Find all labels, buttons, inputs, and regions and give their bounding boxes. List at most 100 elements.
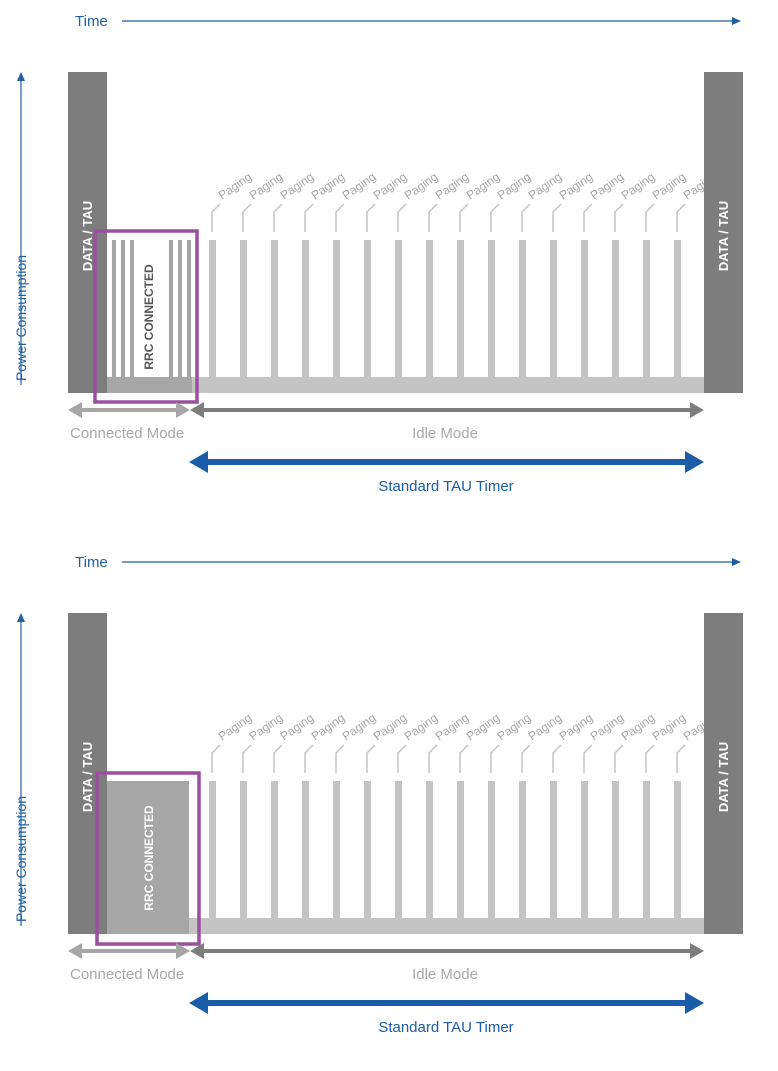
- time-label: Time: [75, 554, 108, 571]
- idle-baseline: [107, 918, 705, 934]
- data-tau-right-label: DATA / TAU: [716, 201, 731, 271]
- time-axis-arrowhead: [732, 558, 741, 566]
- paging-label: Paging: [433, 170, 472, 203]
- paging-leader: [552, 203, 562, 232]
- paging-bar: [395, 781, 402, 921]
- paging-label: Paging: [340, 170, 379, 203]
- paging-label: Paging: [619, 170, 658, 203]
- paging-label: Paging: [340, 711, 379, 744]
- power-axis-arrowhead: [17, 613, 25, 622]
- paging-bar: [302, 781, 309, 921]
- idle-mode-label: Idle Mode: [412, 966, 478, 983]
- paging-leader: [335, 744, 345, 773]
- paging-leader: [490, 744, 500, 773]
- paging-label: Paging: [371, 711, 410, 744]
- tau-timer-arrow-left: [189, 992, 208, 1014]
- paging-leader: [459, 203, 469, 232]
- connected-mode-arrow-right: [176, 402, 190, 418]
- paging-leader: [645, 744, 655, 773]
- paging-bar: [612, 781, 619, 921]
- paging-bar: [302, 240, 309, 380]
- paging-bar: [240, 240, 247, 380]
- paging-label: Paging: [464, 711, 503, 744]
- data-tau-right: [704, 613, 743, 934]
- power-axis-label: Power Consumption: [13, 796, 29, 922]
- paging-bar: [333, 781, 340, 921]
- paging-leader: [645, 203, 655, 232]
- rrc-burst-bar: [112, 240, 116, 380]
- paging-label: Paging: [495, 711, 534, 744]
- paging-leader: [242, 744, 252, 773]
- idle-mode-arrow-left: [190, 402, 204, 418]
- power-axis-label: Power Consumption: [13, 255, 29, 381]
- paging-bar: [550, 240, 557, 380]
- power-axis-arrowhead: [17, 72, 25, 81]
- idle-mode-arrow-left: [190, 943, 204, 959]
- paging-bar: [333, 240, 340, 380]
- rrc-block: [107, 781, 189, 934]
- connected-mode-arrow-right: [176, 943, 190, 959]
- connected-mode-label: Connected Mode: [70, 966, 184, 983]
- tau-timer-arrow-right: [685, 451, 704, 473]
- paging-leader: [211, 203, 221, 232]
- paging-bar: [643, 240, 650, 380]
- paging-leader: [676, 744, 686, 773]
- paging-label: Paging: [247, 170, 286, 203]
- paging-label: Paging: [309, 711, 348, 744]
- paging-leader: [366, 203, 376, 232]
- paging-leader: [304, 203, 314, 232]
- rrc-burst-bar: [121, 240, 125, 380]
- paging-bar: [457, 240, 464, 380]
- paging-bar: [209, 240, 216, 380]
- paging-label: Paging: [557, 170, 596, 203]
- paging-bar: [395, 240, 402, 380]
- paging-leader: [366, 744, 376, 773]
- idle-mode-arrow-right: [690, 943, 704, 959]
- paging-leader: [428, 744, 438, 773]
- paging-leader: [521, 203, 531, 232]
- paging-label: Paging: [464, 170, 503, 203]
- paging-label: Paging: [402, 711, 441, 744]
- connected-mode-label: Connected Mode: [70, 425, 184, 442]
- paging-bar: [426, 781, 433, 921]
- paging-bar: [643, 781, 650, 921]
- paging-bar: [271, 781, 278, 921]
- paging-bar: [426, 240, 433, 380]
- paging-label: Paging: [588, 170, 627, 203]
- tau-timer-label: Standard TAU Timer: [378, 1019, 513, 1036]
- rrc-bursts: [112, 240, 191, 380]
- paging-bar: [457, 781, 464, 921]
- paging-leader: [490, 203, 500, 232]
- paging-bar: [271, 240, 278, 380]
- time-label: Time: [75, 13, 108, 30]
- paging-leader: [273, 744, 283, 773]
- paging-label: Paging: [216, 170, 255, 203]
- tau-timer-label: Standard TAU Timer: [378, 478, 513, 495]
- paging-leader: [397, 203, 407, 232]
- paging-label: Paging: [433, 711, 472, 744]
- paging-bar: [519, 781, 526, 921]
- data-tau-right: [704, 72, 743, 393]
- paging-label: Paging: [495, 170, 534, 203]
- paging-label: Paging: [402, 170, 441, 203]
- rrc-burst-bar: [169, 240, 173, 380]
- paging-leader: [242, 203, 252, 232]
- paging-label: Paging: [526, 170, 565, 203]
- paging-leader: [211, 744, 221, 773]
- paging-bar: [674, 781, 681, 921]
- paging-label: Paging: [588, 711, 627, 744]
- connected-mode-arrow-left: [68, 943, 82, 959]
- idle-mode-label: Idle Mode: [412, 425, 478, 442]
- paging-leader: [459, 744, 469, 773]
- idle-baseline: [107, 377, 705, 393]
- paging-label: Paging: [650, 170, 689, 203]
- paging-bar: [209, 781, 216, 921]
- data-tau-left-label: DATA / TAU: [80, 201, 95, 271]
- paging-label: Paging: [278, 170, 317, 203]
- tau-timer-arrow-right: [685, 992, 704, 1014]
- idle-mode-arrow-right: [690, 402, 704, 418]
- rrc-base: [107, 377, 192, 393]
